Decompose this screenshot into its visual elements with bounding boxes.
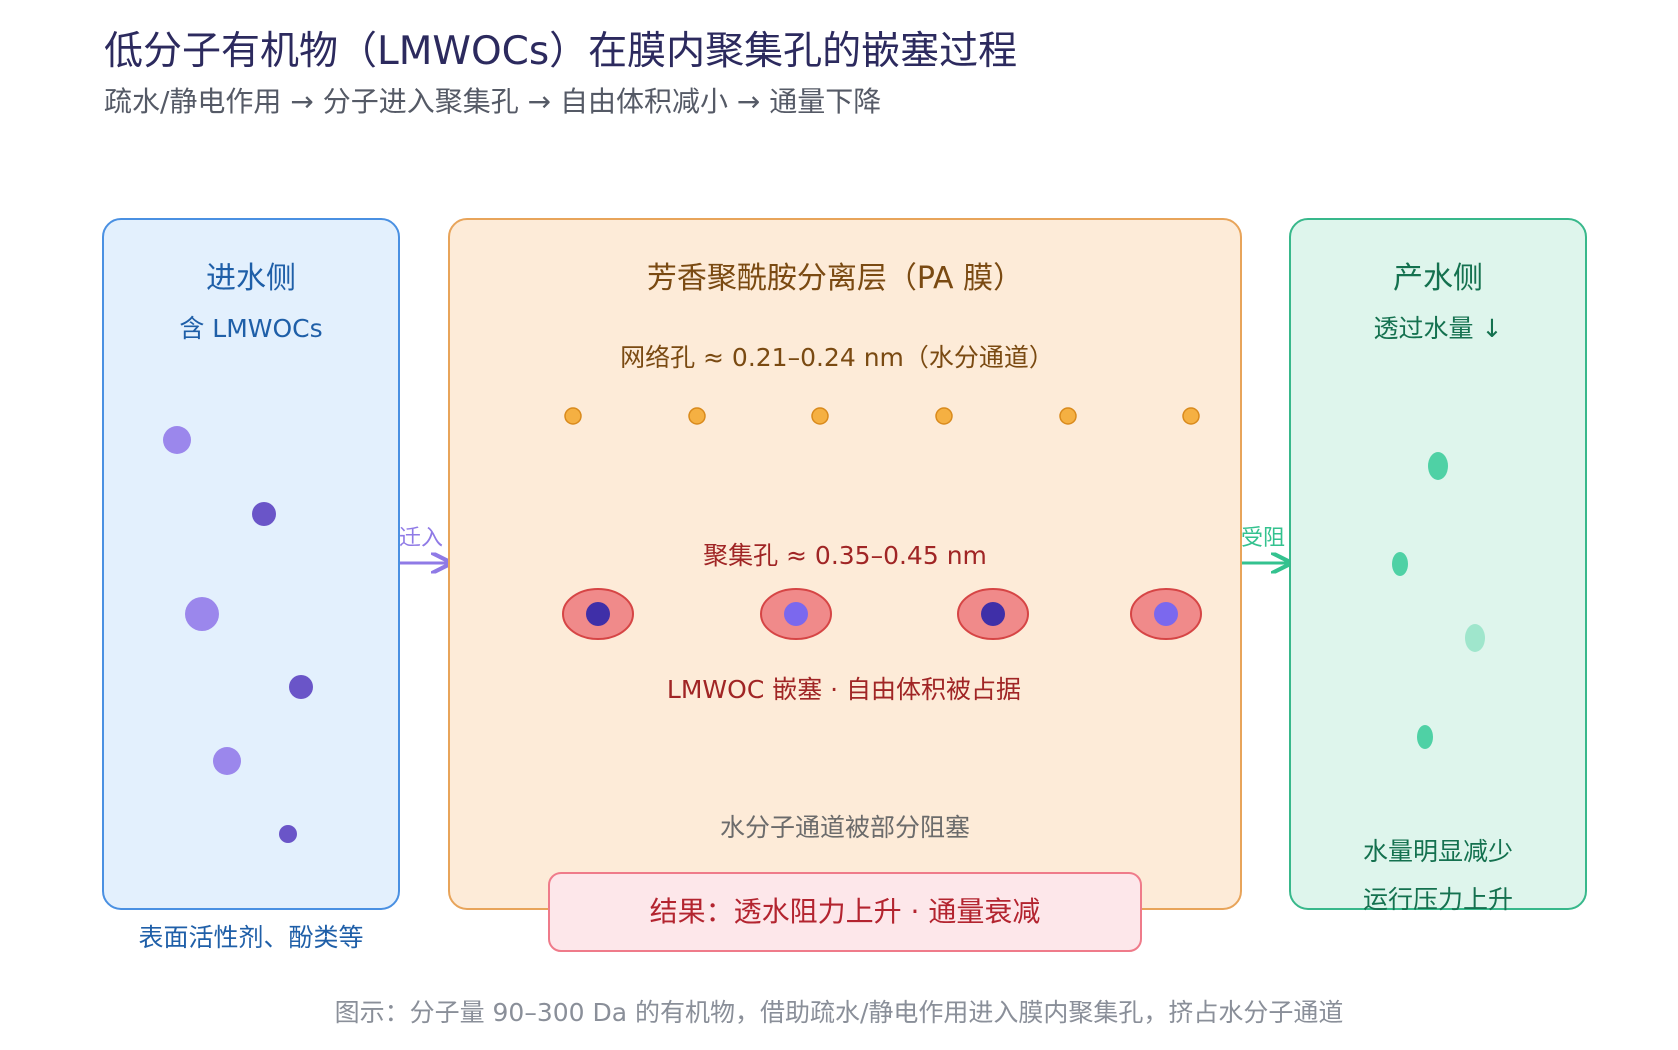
permeate-side-panel: 产水侧 透过水量 ↓ 水量明显减少 运行压力上升 (1289, 218, 1587, 914)
aggregate-pores (562, 588, 1202, 640)
clogged-aggregate-pore (1130, 588, 1202, 640)
lmwoc-particle (252, 502, 276, 526)
page-title: 低分子有机物（LMWOCs）在膜内聚集孔的嵌塞过程 (104, 29, 1018, 74)
blocked-arrow: 受阻 (1241, 526, 1290, 563)
figure-caption: 图示：分子量 90–300 Da 的有机物，借助疏水/静电作用进入膜内聚集孔，挤… (334, 998, 1344, 1027)
result-box-frame (548, 872, 1142, 952)
permeate-footer-line2: 运行压力上升 (1363, 885, 1513, 914)
clogged-aggregate-pore (562, 588, 634, 640)
lmwoc-particle (163, 426, 191, 454)
feed-side-panel: 进水侧 含 LMWOCs 表面活性剂、酚类等 (102, 218, 400, 952)
network-pore (811, 407, 829, 425)
clogged-aggregate-pore (760, 588, 832, 640)
water-droplet (1428, 452, 1448, 480)
lmwoc-particle (279, 825, 297, 843)
lmwoc-particle (289, 675, 313, 699)
lmwoc-particle (185, 597, 219, 631)
blocked-arrow-label: 受阻 (1241, 526, 1285, 551)
page-subtitle: 疏水/静电作用 → 分子进入聚集孔 → 自由体积减小 → 通量下降 (104, 85, 882, 118)
result-text: 结果：透水阻力上升 · 通量衰减 (650, 895, 1041, 928)
network-pores (564, 407, 1200, 425)
permeate-footer-line1: 水量明显减少 (1363, 837, 1513, 866)
channel-blocked-label: 水分子通道被部分阻塞 (720, 813, 970, 842)
enter-arrow-label: 迁入 (399, 526, 443, 551)
feed-side-subtitle: 含 LMWOCs (179, 314, 322, 343)
result-box: 结果：透水阻力上升 · 通量衰减 (548, 872, 1142, 952)
feed-side-footer: 表面活性剂、酚类等 (138, 923, 363, 952)
lmwoc-molecule (981, 602, 1005, 626)
network-pore-label: 网络孔 ≈ 0.21–0.24 nm（水分通道） (620, 343, 1054, 372)
permeate-side-box (1289, 218, 1587, 910)
lmwoc-molecule (586, 602, 610, 626)
network-pore (564, 407, 582, 425)
lmwoc-molecule (784, 602, 808, 626)
network-pore (688, 407, 706, 425)
aggregate-pore-label: 聚集孔 ≈ 0.35–0.45 nm (703, 541, 987, 570)
clogged-aggregate-pore (957, 588, 1029, 640)
permeate-side-title: 产水侧 (1393, 261, 1483, 296)
network-pore (1182, 407, 1200, 425)
membrane-panel: 芳香聚酰胺分离层（PA 膜） 网络孔 ≈ 0.21–0.24 nm（水分通道） … (448, 218, 1242, 910)
network-pore (935, 407, 953, 425)
lmwoc-particle (213, 747, 241, 775)
network-pore (1059, 407, 1077, 425)
feed-side-title: 进水侧 (206, 261, 296, 296)
water-droplet (1465, 624, 1485, 652)
lmwoc-molecule (1154, 602, 1178, 626)
feed-side-box (102, 218, 400, 910)
water-droplet (1392, 552, 1408, 576)
membrane-title: 芳香聚酰胺分离层（PA 膜） (647, 261, 1023, 296)
enter-arrow: 迁入 (399, 526, 450, 563)
clog-label: LMWOC 嵌塞 · 自由体积被占据 (667, 675, 1021, 704)
permeate-side-subtitle: 透过水量 ↓ (1374, 314, 1503, 343)
water-droplet (1417, 725, 1433, 749)
